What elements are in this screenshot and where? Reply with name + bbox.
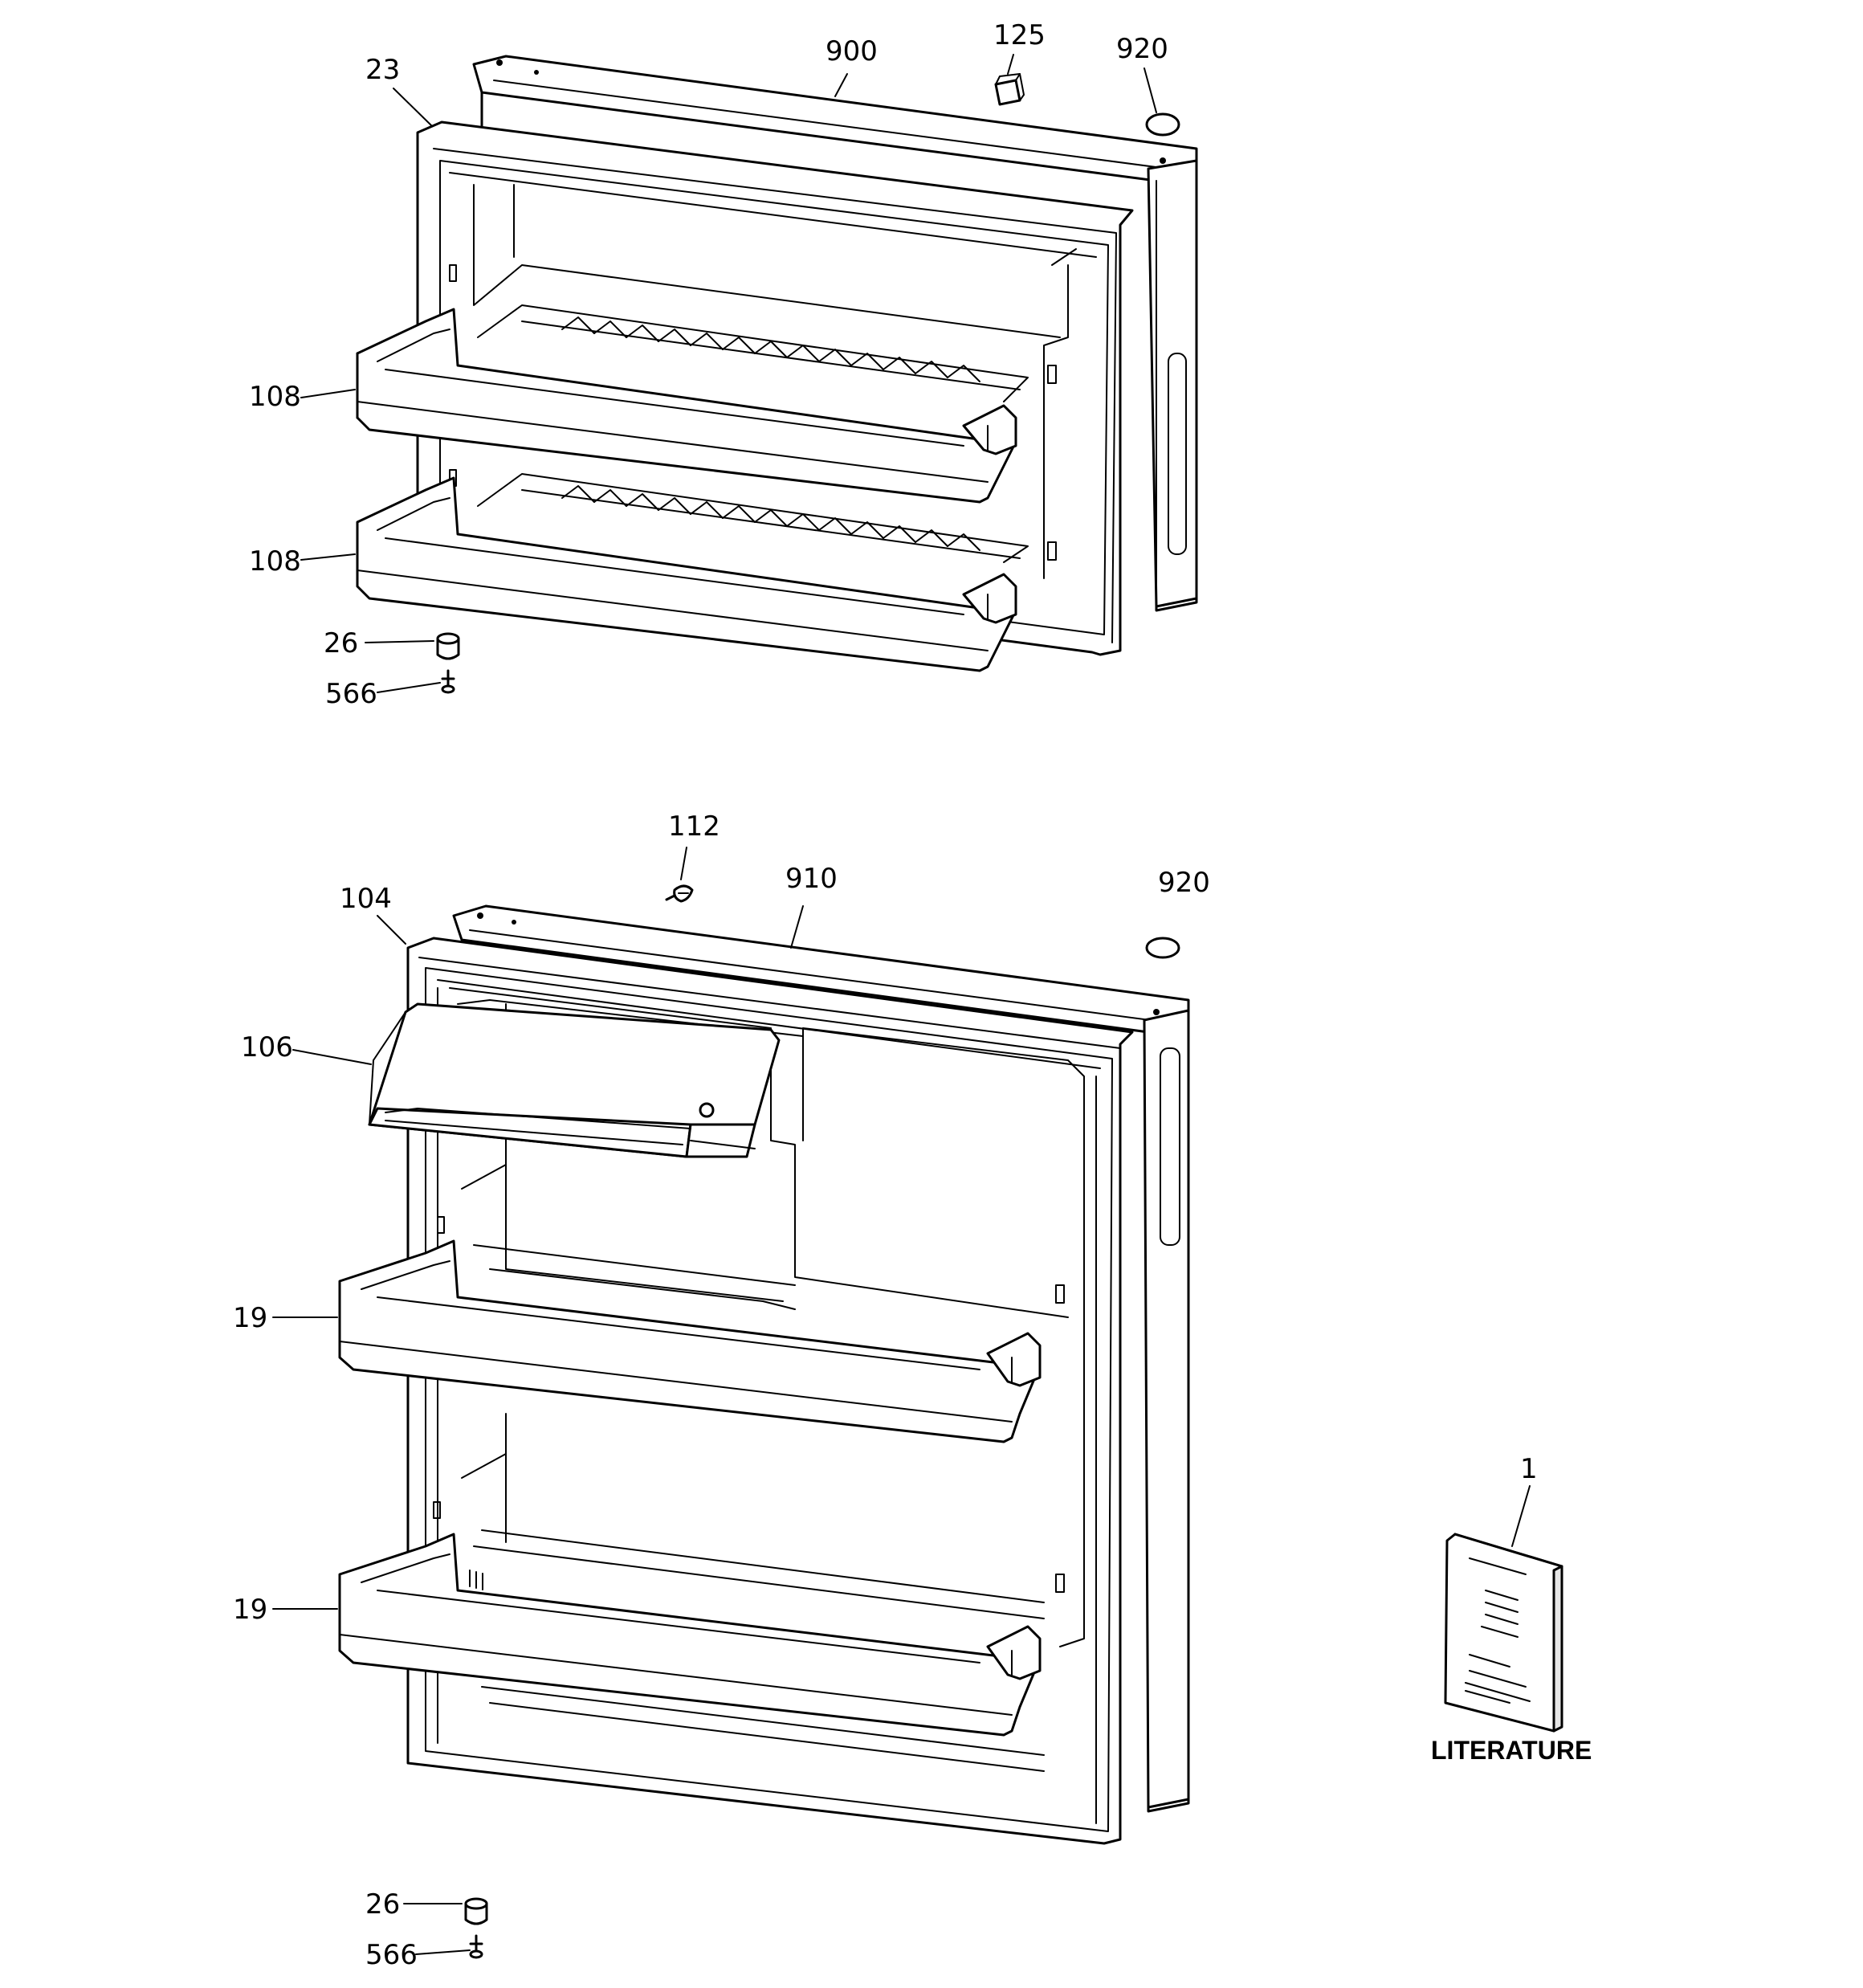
fresh-food-leader-lines [272, 847, 804, 1955]
freezer-shelf-bin-108-bottom [356, 476, 1017, 672]
label-125: 125 [993, 19, 1046, 51]
part-566-screw-bottom [469, 1934, 483, 1959]
part-566-screw-top [441, 669, 455, 694]
label-920-bottom: 920 [1158, 867, 1210, 899]
booklet-text-lines [1465, 1557, 1531, 1704]
label-566-bottom: 566 [365, 1939, 418, 1971]
label-108-bottom: 108 [249, 545, 301, 578]
label-910: 910 [785, 863, 838, 895]
label-566: 566 [325, 678, 377, 710]
label-106: 106 [241, 1031, 293, 1063]
fresh-food-door-panel-910 [452, 904, 1190, 1813]
door-bin-19-bottom [338, 1533, 1042, 1737]
literature-caption: LITERATURE [1431, 1736, 1592, 1765]
part-26-cap-bottom [464, 1897, 488, 1925]
label-23: 23 [365, 54, 400, 86]
freezer-shelf-bin-108-top [356, 308, 1017, 504]
freezer-door-assembly: 23 900 125 920 108 108 26 566 [249, 19, 1198, 710]
freezer-door-panel-900 [472, 55, 1198, 612]
dairy-compartment-106 [368, 1002, 781, 1158]
label-26: 26 [324, 627, 358, 659]
part-125-block [994, 73, 1025, 106]
label-26-bottom: 26 [365, 1888, 400, 1921]
fresh-food-door-assembly: 112 910 920 104 106 19 19 26 566 [233, 810, 1210, 1971]
label-108-top: 108 [249, 381, 301, 413]
label-19-top: 19 [233, 1302, 267, 1334]
label-112: 112 [668, 810, 720, 843]
part-920-plug-bottom [1145, 937, 1180, 959]
label-104: 104 [340, 883, 392, 915]
door-bin-19-top [338, 1239, 1042, 1443]
part-920-plug-top [1145, 112, 1180, 137]
label-900: 900 [826, 35, 878, 67]
label-19-bottom: 19 [233, 1594, 267, 1626]
label-920: 920 [1116, 33, 1168, 65]
part-112-screw [665, 884, 694, 903]
part-26-cap-top [436, 632, 460, 660]
literature-booklet: 1 LITERATURE [1431, 1453, 1592, 1765]
label-1: 1 [1520, 1453, 1538, 1485]
freezer-leader-lines [300, 54, 1157, 693]
